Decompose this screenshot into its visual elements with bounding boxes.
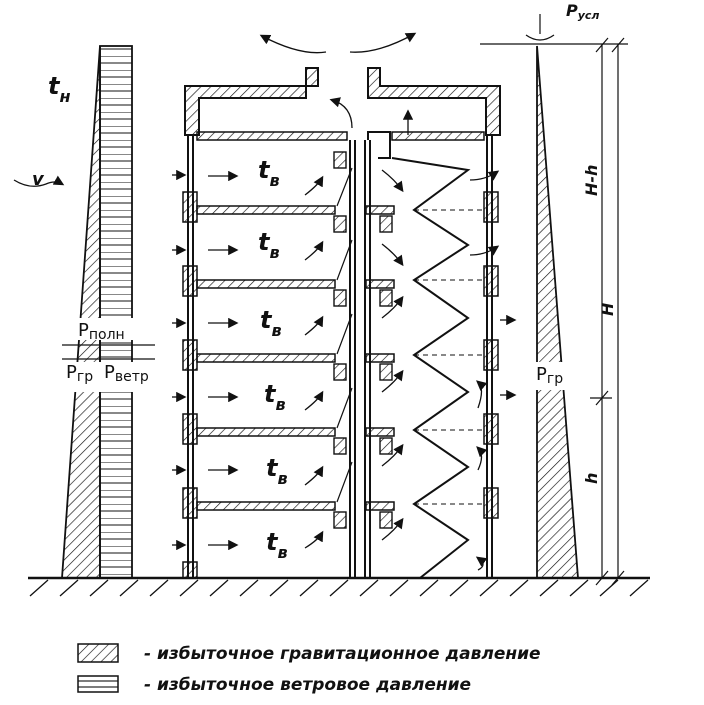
p-gr-right-label: P [536,364,547,385]
p-vetr-sub: ветр [115,369,149,385]
indoor-temp-label-1: t [258,156,271,184]
outdoor-temp-label: t [48,72,61,100]
left-wind-pressure-diagram [99,45,133,579]
svg-text:tн: tн [48,72,71,106]
indoor-temp-sub-6: в [277,543,287,562]
right-gravity-pressure-diagram [536,45,579,579]
indoor-temp-label-4: t [264,380,277,408]
p-gr-left-sub: гр [77,369,93,385]
p-usl-sub: усл [578,9,600,22]
indoor-temp-sub-3: в [271,321,281,340]
building [182,67,501,579]
legend-gravity-swatch [77,643,119,663]
dim-H-label: H [598,302,617,316]
indoor-temp-sub-1: в [269,171,279,190]
left-gravity-pressure-diagram [61,45,101,579]
wind-speed-label: v [32,169,45,190]
svg-text:tв: tв [264,380,286,414]
indoor-temp-label-3: t [260,306,273,334]
p-gr-left-label: P [66,362,77,383]
svg-text:tв: tв [258,156,280,190]
dim-h-minus-h-label: H-h [582,165,601,196]
svg-text:tв: tв [266,528,288,562]
p-usl-label: P [566,1,578,20]
dim-h-label: h [582,473,601,484]
svg-text:Pусл: Pусл [566,1,599,22]
svg-text:Pполн: Pполн [78,320,125,343]
shaft-inlets [333,151,393,529]
legend-gravity-text: - избыточное гравитационное давление [144,644,541,664]
exhaust-arrow-left [259,34,327,54]
svg-text:tв: tв [258,228,280,262]
dimension-lines [480,14,640,586]
zigzag-duct [391,157,471,579]
indoor-temp-sub-4: в [275,395,285,414]
legend-wind-text: - избыточное ветровое давление [144,675,471,695]
indoor-temp-sub-5: в [277,469,287,488]
indoor-temp-label-6: t [266,528,279,556]
p-poln-sub: полн [89,327,125,343]
p-gr-right-sub: гр [547,371,563,387]
indoor-temp-label-2: t [258,228,271,256]
exhaust-arrow-right [349,32,417,53]
svg-text:Pгр: Pгр [66,362,93,385]
p-vetr-label: P [104,362,115,383]
svg-text:tв: tв [260,306,282,340]
airflow-arrows [13,97,517,571]
ground [28,576,650,597]
svg-text:tв: tв [266,454,288,488]
indoor-temp-sub-2: в [269,243,279,262]
outdoor-temp-sub: н [59,87,70,106]
svg-text:Pветр: Pветр [104,362,149,385]
p-poln-label: P [78,320,89,341]
legend-wind-swatch [77,675,119,693]
indoor-temp-label-5: t [266,454,279,482]
svg-text:Pгр: Pгр [536,364,563,387]
